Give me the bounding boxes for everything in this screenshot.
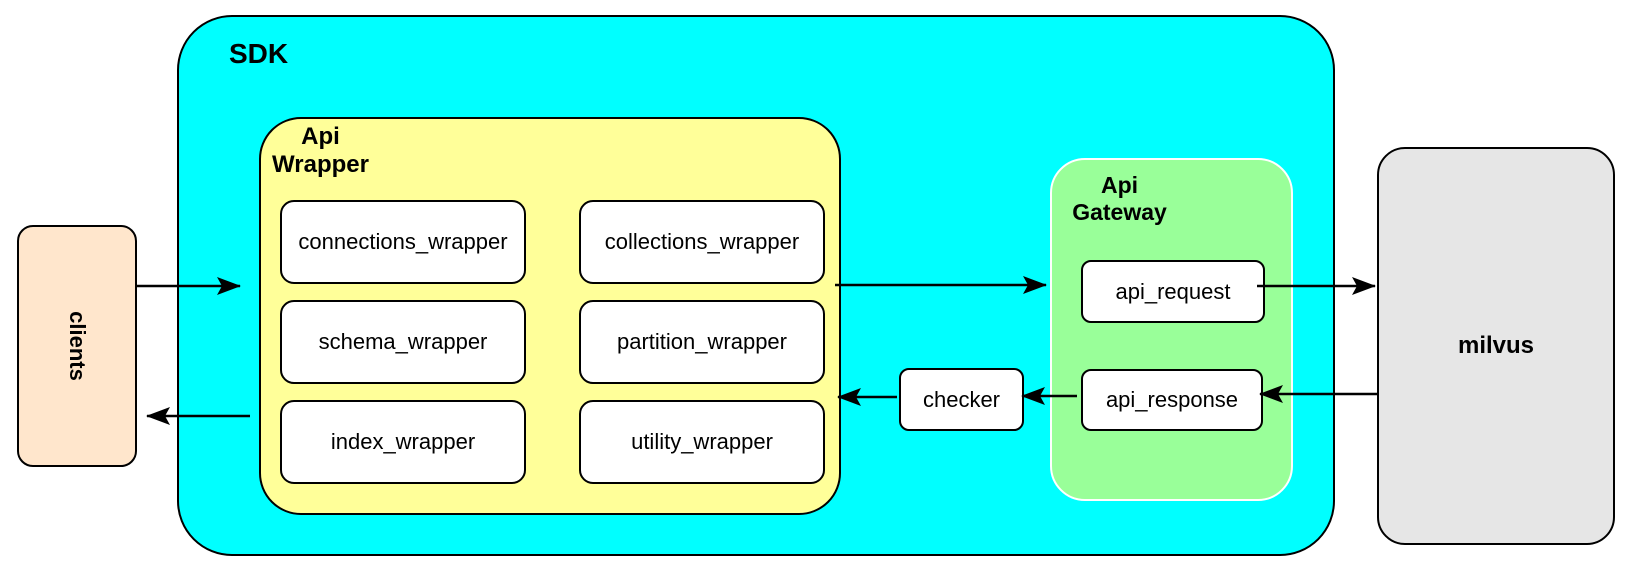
api-wrapper-label: Api Wrapper — [263, 123, 378, 179]
milvus-label: milvus — [1457, 332, 1535, 359]
api-response-node: api_response — [1081, 369, 1263, 431]
api-wrapper-label-line2: Wrapper — [272, 151, 369, 178]
clients-label: clients — [64, 311, 90, 381]
partition-wrapper-node: partition_wrapper — [579, 300, 825, 384]
utility-wrapper-node: utility_wrapper — [579, 400, 825, 484]
api-request-node: api_request — [1081, 260, 1265, 323]
checker-node: checker — [899, 368, 1024, 431]
connections-wrapper-node: connections_wrapper — [280, 200, 526, 284]
api-gateway-container: Api Gateway api_request api_response — [1050, 158, 1293, 501]
index-wrapper-node: index_wrapper — [280, 400, 526, 484]
clients-node: clients — [17, 225, 137, 467]
collections-wrapper-node: collections_wrapper — [579, 200, 825, 284]
api-gateway-label-line1: Api — [1100, 172, 1139, 198]
api-gateway-label: Api Gateway — [1067, 172, 1172, 226]
sdk-label: SDK — [229, 38, 289, 69]
milvus-node: milvus — [1377, 147, 1615, 545]
api-wrapper-label-line1: Api — [301, 123, 340, 150]
sdk-container: SDK Api Wrapper connections_wrapper coll… — [177, 15, 1335, 556]
api-gateway-label-line2: Gateway — [1072, 199, 1167, 225]
schema-wrapper-node: schema_wrapper — [280, 300, 526, 384]
api-wrapper-container: Api Wrapper connections_wrapper collecti… — [259, 117, 841, 515]
